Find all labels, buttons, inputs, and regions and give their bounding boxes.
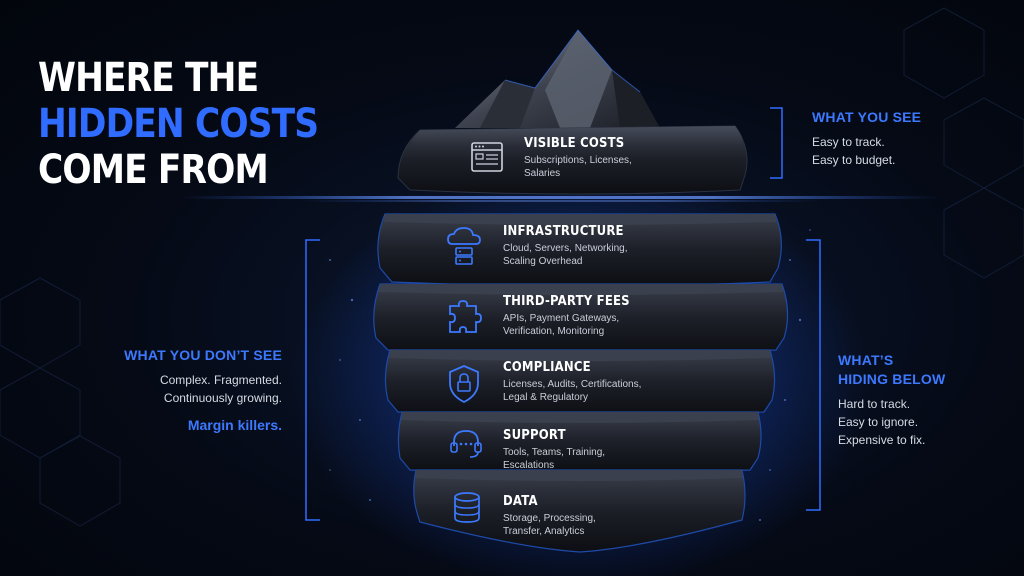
- layer-description-line: Scaling Overhead: [503, 256, 583, 267]
- hiding-below-line: Easy to ignore.: [838, 415, 919, 429]
- layer-description-line: Escalations: [503, 460, 555, 471]
- what-you-dont-see-line: Complex. Fragmented.: [159, 373, 282, 387]
- puzzle-piece-icon: [449, 300, 482, 333]
- bracket-what-you-dont-see: [305, 239, 320, 521]
- layer-data: DATA Storage, Processing, Transfer, Anal…: [503, 494, 673, 538]
- what-you-see-line: Easy to track.: [812, 135, 885, 149]
- bracket-what-you-see: [770, 107, 783, 179]
- slab-data: [413, 469, 746, 553]
- what-you-dont-see-block: WHAT YOU DON’T SEE Complex. Fragmented. …: [82, 347, 282, 433]
- layer-description-line: Salaries: [524, 168, 561, 179]
- browser-window-icon: [471, 142, 503, 172]
- page-title: WHERE THE HIDDEN COSTS COME FROM: [38, 58, 364, 190]
- what-you-see-heading: WHAT YOU SEE: [812, 109, 922, 125]
- shield-lock-icon: [449, 365, 479, 404]
- slab-infrastructure: [377, 213, 782, 287]
- layer-description-line: APIs, Payment Gateways,: [503, 313, 620, 324]
- hiding-below-block: WHAT’S HIDING BELOW Hard to track. Easy …: [838, 351, 945, 449]
- slab-third-party-fees: [373, 283, 789, 355]
- slab-support: [397, 411, 762, 474]
- layer-title: DATA: [503, 494, 538, 509]
- layer-description-line: Cloud, Servers, Networking,: [503, 243, 628, 254]
- layer-visible-costs: VISIBLE COSTS Subscriptions, Licenses, S…: [524, 136, 694, 180]
- brackets: [305, 107, 821, 521]
- layer-description-line: Legal & Regulatory: [503, 392, 589, 403]
- iceberg-peak: [455, 29, 660, 128]
- headset-icon: [450, 430, 482, 458]
- layer-support: SUPPORT Tools, Teams, Training, Escalati…: [503, 428, 673, 472]
- layer-description-line: Subscriptions, Licenses,: [524, 155, 632, 166]
- layer-description-line: Tools, Teams, Training,: [503, 447, 606, 458]
- layer-compliance: COMPLIANCE Licenses, Audits, Certificati…: [503, 360, 673, 404]
- title-line-3: COME FROM: [38, 147, 269, 193]
- layer-title: COMPLIANCE: [503, 360, 591, 375]
- hiding-below-line: Expensive to fix.: [838, 433, 926, 447]
- hiding-below-line: Hard to track.: [838, 397, 911, 411]
- hiding-below-heading-line: WHAT’S: [838, 352, 894, 368]
- title-line-1: WHERE THE: [38, 55, 259, 101]
- layer-description-line: Verification, Monitoring: [503, 326, 605, 337]
- layer-description: Subscriptions, Licenses, Salaries: [524, 154, 694, 180]
- layer-description-line: Licenses, Audits, Certifications,: [503, 379, 642, 390]
- layer-title: THIRD-PARTY FEES: [503, 294, 630, 309]
- title-line-2: HIDDEN COSTS: [38, 101, 319, 147]
- layer-title: INFRASTRUCTURE: [503, 224, 624, 239]
- layer-description: APIs, Payment Gateways, Verification, Mo…: [503, 312, 673, 338]
- layer-infrastructure: INFRASTRUCTURE Cloud, Servers, Networkin…: [503, 224, 673, 268]
- margin-killers-text: Margin killers.: [187, 417, 282, 433]
- layer-description-line: Transfer, Analytics: [503, 526, 585, 537]
- database-icon: [454, 492, 480, 523]
- what-you-dont-see-line: Continuously growing.: [163, 391, 282, 405]
- what-you-see-block: WHAT YOU SEE Easy to track. Easy to budg…: [812, 109, 921, 169]
- layer-third-party-fees: THIRD-PARTY FEES APIs, Payment Gateways,…: [503, 294, 673, 338]
- layer-description: Storage, Processing, Transfer, Analytics: [503, 512, 673, 538]
- what-you-see-line: Easy to budget.: [812, 153, 896, 167]
- layer-description: Cloud, Servers, Networking, Scaling Over…: [503, 242, 673, 268]
- hiding-below-heading: WHAT’S HIDING BELOW: [838, 351, 945, 389]
- layer-description: Licenses, Audits, Certifications, Legal …: [503, 378, 673, 404]
- background-grid: [0, 7, 1024, 527]
- bracket-hiding-below: [806, 239, 821, 511]
- layer-title: VISIBLE COSTS: [524, 136, 625, 151]
- hiding-below-heading-line: HIDING BELOW: [838, 371, 946, 387]
- layer-description: Tools, Teams, Training, Escalations: [503, 446, 673, 472]
- what-you-dont-see-heading: WHAT YOU DON’T SEE: [124, 347, 282, 363]
- layer-description-line: Storage, Processing,: [503, 513, 596, 524]
- layer-title: SUPPORT: [503, 428, 566, 443]
- cloud-server-icon: [447, 227, 481, 265]
